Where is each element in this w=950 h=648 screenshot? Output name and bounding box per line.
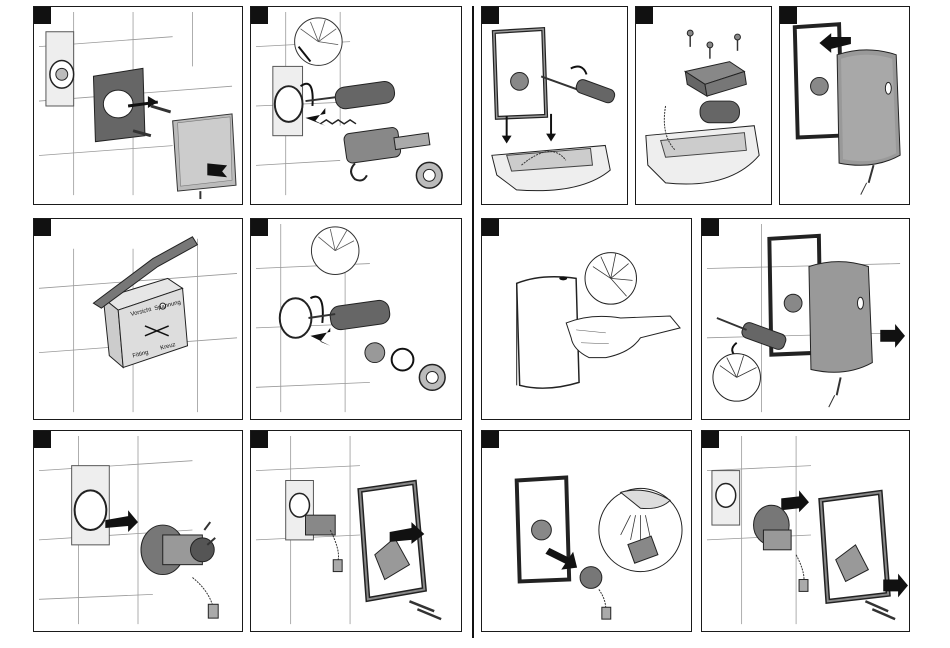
step-number-box — [780, 7, 797, 24]
step-attach-cover-illustration — [780, 7, 909, 204]
step-cut-box-illustration: Vorsicht Spannung Fitting Kreuz — [34, 219, 242, 419]
step-number-box — [702, 219, 719, 236]
step-number-box — [34, 219, 51, 236]
step-remove-unit-cover-illustration — [702, 219, 909, 419]
step-remove-cartridge-illustration — [251, 7, 461, 204]
step-test-sensor-illustration — [482, 219, 691, 419]
step-attach-cover — [779, 6, 910, 205]
step-number-box — [251, 219, 268, 236]
step-number-box — [636, 7, 653, 24]
step-insert-body-illustration — [34, 431, 242, 631]
step-clean-filter — [481, 430, 692, 632]
page-divider — [472, 6, 474, 638]
step-disassemble-illustration — [702, 431, 909, 631]
step-number-box — [482, 219, 499, 236]
step-number-box — [251, 7, 268, 24]
step-mount-frame — [250, 430, 462, 632]
step-number-box — [34, 7, 51, 24]
step-disassemble — [701, 430, 910, 632]
step-clean-filter-illustration — [482, 431, 691, 631]
step-number-box — [251, 431, 268, 448]
step-remove-valve-illustration — [251, 219, 461, 419]
step-number-box — [482, 431, 499, 448]
step-remove-valve — [250, 218, 462, 420]
step-fix-unit-illustration — [636, 7, 771, 204]
step-tighten-frame — [481, 6, 628, 205]
step-fix-unit — [635, 6, 772, 205]
step-remove-cover — [33, 6, 243, 205]
step-number-box — [34, 431, 51, 448]
step-cut-box: Vorsicht Spannung Fitting Kreuz — [33, 218, 243, 420]
step-test-sensor — [481, 218, 692, 420]
step-number-box — [702, 431, 719, 448]
step-remove-cartridge — [250, 6, 462, 205]
step-mount-frame-illustration — [251, 431, 461, 631]
step-tighten-frame-illustration — [482, 7, 627, 204]
step-remove-unit-cover — [701, 218, 910, 420]
step-insert-body — [33, 430, 243, 632]
step-remove-cover-illustration — [34, 7, 242, 204]
step-number-box — [482, 7, 499, 24]
